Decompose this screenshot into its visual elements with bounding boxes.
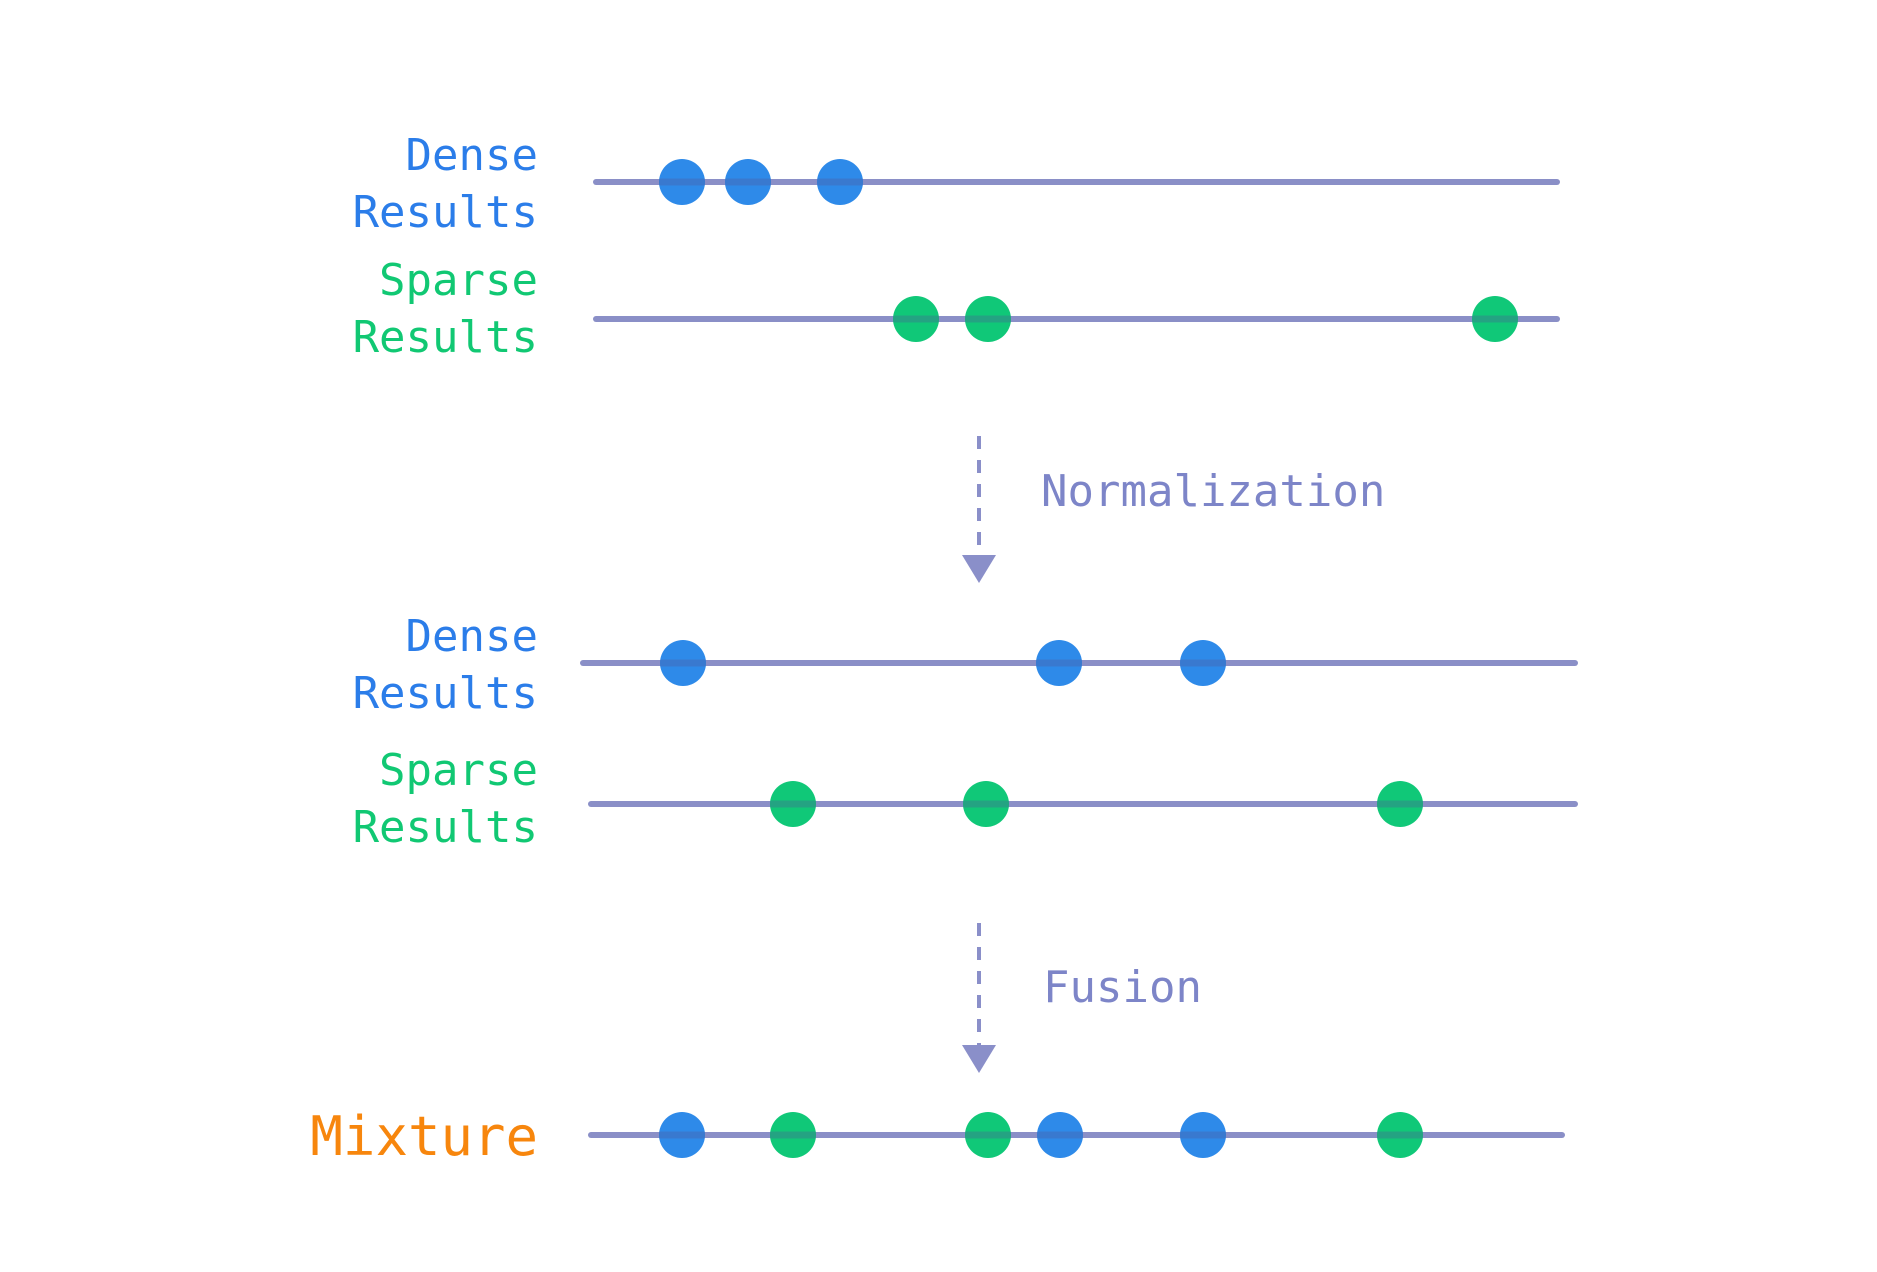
- sparse-result-dot: [963, 781, 1009, 827]
- mixture-label: Mixture: [310, 1107, 538, 1167]
- sparse-results-normalized-label-line: Sparse: [379, 745, 538, 796]
- dense-result-dot: [1180, 640, 1226, 686]
- dense-result-dot: [817, 159, 863, 205]
- dense-result-dot: [660, 640, 706, 686]
- sparse-results-original-label-line: Results: [352, 312, 538, 363]
- sparse-result-dot: [1377, 781, 1423, 827]
- normalization-label: Normalization: [1041, 466, 1386, 517]
- dense-result-dot: [1180, 1112, 1226, 1158]
- sparse-result-dot: [965, 1112, 1011, 1158]
- sparse-results-original-label-line: Sparse: [379, 255, 538, 306]
- fusion-arrow-stem: [977, 923, 981, 1045]
- dense-results-original-line: [593, 179, 1560, 185]
- dense-results-original-label-line: Dense: [405, 130, 538, 181]
- dense-result-dot: [659, 1112, 705, 1158]
- sparse-result-dot: [770, 1112, 816, 1158]
- sparse-result-dot: [1472, 296, 1518, 342]
- dense-result-dot: [725, 159, 771, 205]
- sparse-results-original-line: [593, 316, 1560, 322]
- fusion-label: Fusion: [1043, 962, 1202, 1013]
- dense-result-dot: [1036, 640, 1082, 686]
- fusion-arrowhead-icon: [962, 1045, 996, 1073]
- normalization-arrow-stem: [977, 436, 981, 555]
- dense-results-normalized-label-line: Results: [352, 668, 538, 719]
- sparse-result-dot: [893, 296, 939, 342]
- dense-result-dot: [659, 159, 705, 205]
- dense-results-normalized-label-line: Dense: [405, 611, 538, 662]
- normalization-arrowhead-icon: [962, 555, 996, 583]
- sparse-result-dot: [1377, 1112, 1423, 1158]
- sparse-result-dot: [965, 296, 1011, 342]
- sparse-results-normalized-label-line: Results: [352, 802, 538, 853]
- sparse-result-dot: [770, 781, 816, 827]
- mixture-label-line: Mixture: [310, 1105, 538, 1168]
- dense-result-dot: [1037, 1112, 1083, 1158]
- dense-results-original-label-line: Results: [352, 187, 538, 238]
- sparse-results-normalized-line: [588, 801, 1578, 807]
